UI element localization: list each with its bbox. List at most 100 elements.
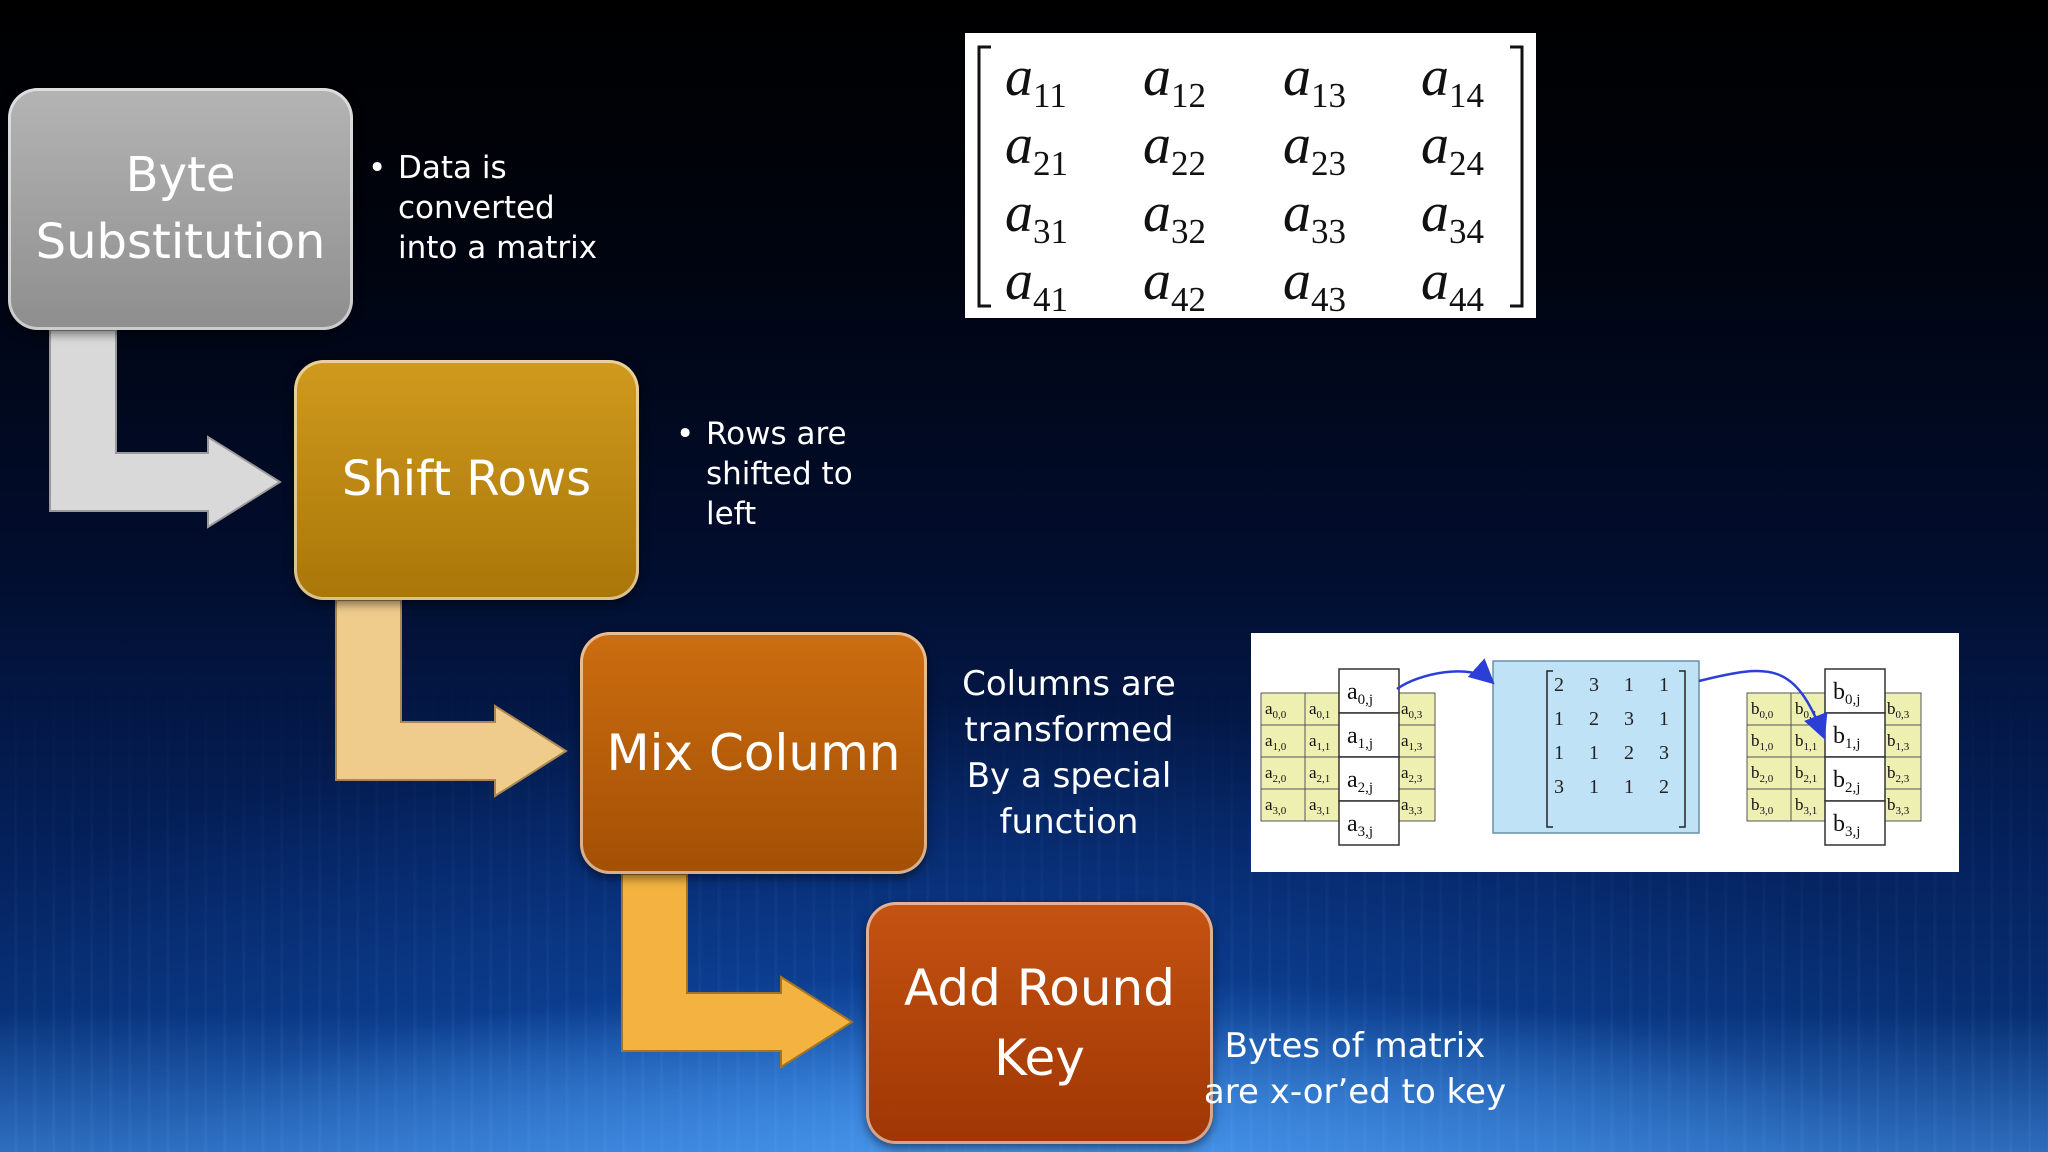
state-cell [1746, 756, 1792, 790]
matrix-element: a43 [1283, 250, 1346, 318]
state-cell [1396, 788, 1436, 822]
state-cell [1882, 756, 1922, 790]
state-cell-label: b1,0 [1751, 731, 1774, 753]
step-label: Add Round Key [904, 959, 1175, 1087]
column-cell-label: a1,j [1347, 723, 1373, 752]
state-cell-label: a1,3 [1401, 731, 1423, 753]
state-cell-label: a0,0 [1265, 699, 1287, 721]
coefficient-matrix-box [1492, 660, 1700, 834]
state-cell [1746, 724, 1792, 758]
coefficient: 2 [1624, 742, 1634, 764]
column-cell-label: a2,j [1347, 767, 1373, 796]
description-text: Data is converted into a matrix [368, 148, 597, 268]
matrix-element: a14 [1421, 46, 1484, 115]
coeff-right-bracket [1679, 670, 1686, 828]
curve-arrow-out [1698, 669, 1828, 740]
column-cell-label: b1,j [1833, 723, 1860, 752]
description-byte-substitution: Data is converted into a matrix [368, 148, 597, 268]
step-label: Mix Column [606, 724, 901, 782]
state-cell [1396, 756, 1436, 790]
state-cell-label: a1,0 [1265, 731, 1287, 753]
state-cell-label: a0,1 [1309, 699, 1330, 721]
coefficient: 1 [1624, 674, 1634, 696]
coefficient: 1 [1589, 742, 1599, 764]
matrix-element: a42 [1143, 250, 1206, 318]
step-mix-column: Mix Column [580, 632, 927, 874]
matrix-element: a31 [1005, 182, 1068, 251]
coefficient: 2 [1554, 674, 1564, 696]
state-cell-label: b2,3 [1887, 763, 1910, 785]
matrix-element: a41 [1005, 250, 1068, 318]
column-cell [1338, 756, 1400, 802]
state-cell-label: b0,0 [1751, 699, 1774, 721]
column-cell-label: b2,j [1833, 767, 1860, 796]
column-cell [1824, 712, 1886, 758]
coefficient: 3 [1589, 674, 1599, 696]
state-cell-label: b2,1 [1795, 763, 1817, 785]
state-cell [1882, 692, 1922, 726]
coefficient: 1 [1589, 776, 1599, 798]
state-cell-label: b2,0 [1751, 763, 1774, 785]
column-cell-label: a3,j [1347, 811, 1373, 840]
state-cell-label: a2,3 [1401, 763, 1423, 785]
matrix-element: a11 [1005, 46, 1067, 115]
coefficient: 1 [1659, 674, 1669, 696]
state-cell-label: b1,1 [1795, 731, 1817, 753]
column-cell [1338, 800, 1400, 846]
arrow-mix-to-add [621, 873, 854, 1069]
matrix-element: a34 [1421, 182, 1484, 251]
column-cell [1824, 668, 1886, 714]
coefficient: 1 [1554, 708, 1564, 730]
coefficient: 2 [1659, 776, 1669, 798]
curve-arrow-in [1396, 658, 1495, 691]
column-cell-label: b3,j [1833, 811, 1860, 840]
step-add-round-key: Add Round Key [866, 902, 1213, 1144]
state-cell [1882, 724, 1922, 758]
matrix-element: a44 [1421, 250, 1484, 318]
description-add-round-key: Bytes of matrix are x-or’ed to key [1203, 1026, 1507, 1112]
matrix-right-bracket [1510, 45, 1524, 308]
state-cell-label: a2,0 [1265, 763, 1287, 785]
coefficient: 1 [1659, 708, 1669, 730]
state-cell [1260, 724, 1306, 758]
state-cell-label: b1,3 [1887, 731, 1910, 753]
matrix-element: a24 [1421, 114, 1484, 183]
coeff-left-bracket [1546, 670, 1553, 828]
coefficient: 1 [1624, 776, 1634, 798]
state-cell-label: a3,3 [1401, 795, 1423, 817]
state-cell-label: a2,1 [1309, 763, 1330, 785]
matrix-element: a12 [1143, 46, 1206, 115]
state-cell-label: b3,1 [1795, 795, 1817, 817]
state-cell [1746, 692, 1792, 726]
state-cell [1882, 788, 1922, 822]
state-cell-label: a3,1 [1309, 795, 1330, 817]
step-shift-rows: Shift Rows [294, 360, 639, 600]
coefficient: 1 [1554, 742, 1564, 764]
state-cell-label: a3,0 [1265, 795, 1287, 817]
coefficient: 2 [1589, 708, 1599, 730]
coefficient: 3 [1554, 776, 1564, 798]
state-cell-label: b3,3 [1887, 795, 1910, 817]
state-cell [1260, 692, 1306, 726]
description-shift-rows: Rows are shifted to left [676, 414, 853, 534]
state-cell-label: b0,3 [1887, 699, 1910, 721]
arrow-byte-to-shift [49, 329, 282, 529]
column-cell [1824, 800, 1886, 846]
state-cell-label: a0,3 [1401, 699, 1423, 721]
matrix-element: a21 [1005, 114, 1068, 183]
step-label: Byte Substitution [35, 146, 326, 270]
matrix-element: a33 [1283, 182, 1346, 251]
arrow-shift-to-mix [335, 599, 568, 798]
coefficient: 3 [1659, 742, 1669, 764]
description-mix-column: Columns are transformed By a special fun… [962, 664, 1176, 842]
matrix-element: a13 [1283, 46, 1346, 115]
state-cell-label: b3,0 [1751, 795, 1774, 817]
description-text: Rows are shifted to left [676, 414, 853, 534]
matrix-element: a23 [1283, 114, 1346, 183]
column-cell-label: b0,j [1833, 679, 1860, 708]
